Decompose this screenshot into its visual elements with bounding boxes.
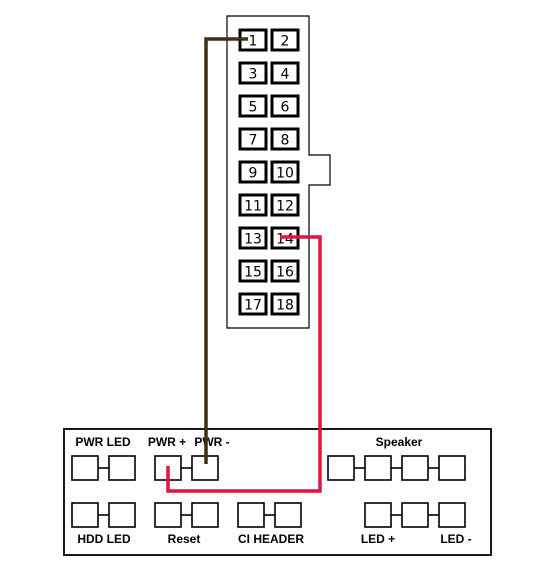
svg-text:6: 6 <box>281 100 290 116</box>
svg-text:12: 12 <box>276 199 294 215</box>
wire-red <box>166 235 322 493</box>
svg-text:5: 5 <box>249 100 258 116</box>
label-hdd-led: HDD LED <box>77 532 131 546</box>
pin-13: 13 <box>238 226 268 250</box>
label-led-plus: LED + <box>361 532 395 546</box>
pin-4: 4 <box>270 61 300 85</box>
connector-pins: 1 2 3 4 5 6 7 8 <box>238 28 300 316</box>
top-row-pins <box>71 455 466 481</box>
svg-text:3: 3 <box>249 67 258 83</box>
svg-text:2: 2 <box>281 34 290 50</box>
speaker-pin-1 <box>327 455 355 481</box>
reset-pin-1 <box>154 502 182 528</box>
pin-5: 5 <box>238 94 268 118</box>
pin-12: 12 <box>270 193 300 217</box>
led-pin-3 <box>438 502 466 528</box>
pin-2: 2 <box>270 28 300 52</box>
pin-16: 16 <box>270 259 300 283</box>
svg-text:7: 7 <box>249 133 258 149</box>
svg-text:8: 8 <box>281 133 290 149</box>
pin-9: 9 <box>238 160 268 184</box>
speaker-pin-2 <box>364 455 392 481</box>
label-speaker: Speaker <box>376 435 423 449</box>
hdd-led-pin-2 <box>108 502 136 528</box>
pin-11: 11 <box>238 193 268 217</box>
label-ci-header: CI HEADER <box>238 532 304 546</box>
svg-text:11: 11 <box>244 199 262 215</box>
pin-8: 8 <box>270 127 300 151</box>
label-reset: Reset <box>168 532 201 546</box>
label-pwr-led: PWR LED <box>75 435 131 449</box>
pin-3: 3 <box>238 61 268 85</box>
pin-6: 6 <box>270 94 300 118</box>
svg-text:15: 15 <box>244 265 262 281</box>
hdd-led-pin-1 <box>71 502 99 528</box>
reset-pin-2 <box>191 502 219 528</box>
led-pin-1 <box>364 502 392 528</box>
svg-text:16: 16 <box>276 265 294 281</box>
svg-text:1: 1 <box>249 34 258 50</box>
speaker-pin-4 <box>438 455 466 481</box>
bottom-row-pins <box>71 502 466 528</box>
pwr-led-pin-2 <box>108 455 136 481</box>
svg-text:9: 9 <box>249 166 258 182</box>
led-pin-2 <box>401 502 429 528</box>
ci-header-pin-2 <box>274 502 302 528</box>
pin-7: 7 <box>238 127 268 151</box>
pin-17: 17 <box>238 292 268 316</box>
pin-15: 15 <box>238 259 268 283</box>
pin-18: 18 <box>270 292 300 316</box>
svg-text:14: 14 <box>276 232 294 248</box>
label-pwr-minus: PWR - <box>194 435 229 449</box>
pin-10: 10 <box>270 160 300 184</box>
wire-brown <box>204 37 248 464</box>
svg-text:17: 17 <box>244 298 262 314</box>
svg-text:13: 13 <box>244 232 262 248</box>
svg-text:4: 4 <box>281 67 290 83</box>
label-pwr-plus: PWR + <box>148 435 186 449</box>
speaker-pin-3 <box>401 455 429 481</box>
svg-text:10: 10 <box>276 166 294 182</box>
label-led-minus: LED - <box>440 532 471 546</box>
svg-text:18: 18 <box>276 298 294 314</box>
pwr-led-pin-1 <box>71 455 99 481</box>
ci-header-pin-1 <box>237 502 265 528</box>
